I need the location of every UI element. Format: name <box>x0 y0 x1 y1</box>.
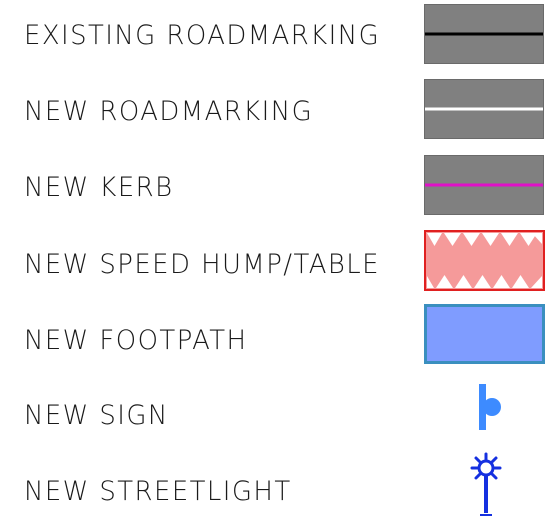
existing-roadmarking-swatch <box>424 4 544 64</box>
magenta-line <box>425 183 543 187</box>
legend-label-new-roadmarking: NEW ROADMARKING <box>24 96 314 127</box>
speed-hump-bottom-teeth <box>427 275 542 288</box>
speed-hump-swatch <box>424 230 545 291</box>
speed-hump-top-teeth <box>427 233 542 246</box>
new-kerb-swatch <box>424 155 544 215</box>
black-line <box>425 32 543 36</box>
legend-label-new-kerb: NEW KERB <box>24 172 174 203</box>
legend-label-new-speed-hump: NEW SPEED HUMP/TABLE <box>24 249 381 280</box>
legend-label-new-footpath: NEW FOOTPATH <box>24 325 248 356</box>
legend-label-new-streetlight: NEW STREETLIGHT <box>24 476 292 507</box>
white-line <box>425 107 543 111</box>
legend-label-new-sign: NEW SIGN <box>24 400 169 431</box>
footpath-fill <box>424 304 545 364</box>
new-roadmarking-swatch <box>424 79 544 139</box>
streetlight-icon <box>470 452 502 516</box>
footpath-swatch <box>424 304 545 364</box>
legend-label-existing-roadmarking: EXISTING ROADMARKING <box>24 20 381 51</box>
sign-icon <box>479 384 501 430</box>
